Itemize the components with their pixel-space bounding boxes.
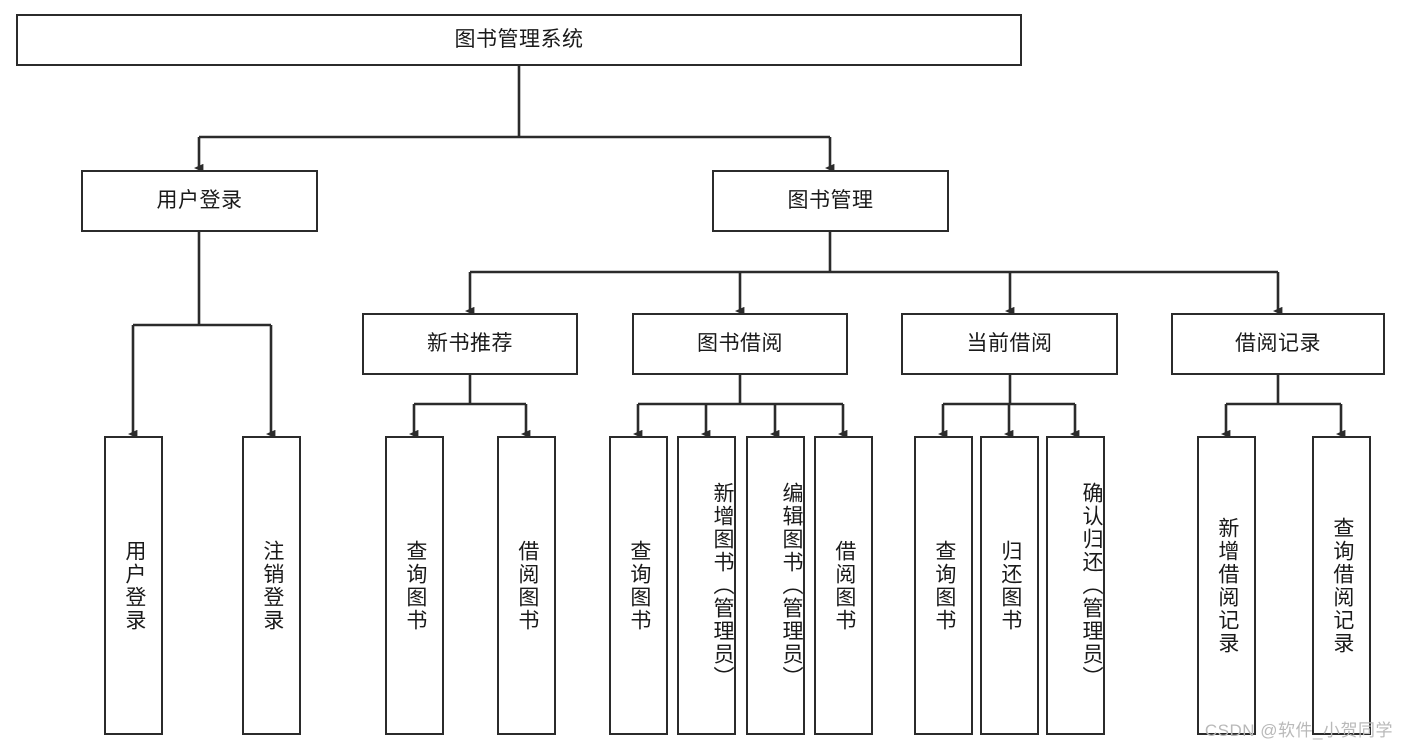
node-label: 查询图书: [932, 539, 956, 632]
watermark: CSDN @软件_小贺同学: [1204, 721, 1393, 740]
leaf-new-book-borrow-book[interactable]: 借阅图书: [497, 436, 556, 735]
node-label: 查询图书: [627, 539, 651, 632]
leaf-current-borrow-return-book[interactable]: 归还图书: [980, 436, 1039, 735]
leaf-book-borrow-edit-book[interactable]: 编辑图书（管理员）: [746, 436, 805, 735]
node-book-borrow[interactable]: 图书借阅: [632, 313, 848, 375]
leaf-book-borrow-query-book[interactable]: 查询图书: [609, 436, 668, 735]
node-label: 用户登录: [122, 539, 146, 632]
node-label: 借阅记录: [1235, 331, 1321, 355]
node-label: 确认归还（管理员）: [1080, 482, 1103, 689]
node-label: 新增图书（管理员）: [711, 482, 734, 689]
leaf-user-login-login[interactable]: 用户登录: [104, 436, 163, 735]
node-label: 查询图书: [403, 539, 427, 632]
leaf-user-login-logout[interactable]: 注销登录: [242, 436, 301, 735]
node-root-system[interactable]: 图书管理系统: [16, 14, 1022, 66]
node-label: 新增借阅记录: [1215, 516, 1239, 655]
leaf-book-borrow-add-book[interactable]: 新增图书（管理员）: [677, 436, 736, 735]
leaf-borrow-records-add-record[interactable]: 新增借阅记录: [1197, 436, 1256, 735]
node-label: 借阅图书: [832, 539, 856, 632]
node-borrow-records[interactable]: 借阅记录: [1171, 313, 1385, 375]
node-label: 注销登录: [260, 539, 284, 632]
leaf-current-borrow-query-book[interactable]: 查询图书: [914, 436, 973, 735]
node-label: 查询借阅记录: [1330, 516, 1354, 655]
node-label: 图书管理: [787, 188, 874, 212]
node-new-book-recommend[interactable]: 新书推荐: [362, 313, 578, 375]
node-label: 归还图书: [998, 539, 1022, 632]
node-label: 新书推荐: [427, 331, 513, 355]
node-label: 图书借阅: [697, 331, 783, 355]
leaf-current-borrow-confirm-return[interactable]: 确认归还（管理员）: [1046, 436, 1105, 735]
node-label: 图书管理系统: [454, 27, 584, 51]
node-label: 用户登录: [156, 188, 243, 212]
leaf-book-borrow-borrow-book[interactable]: 借阅图书: [814, 436, 873, 735]
node-label: 编辑图书（管理员）: [780, 482, 803, 689]
node-book-management[interactable]: 图书管理: [712, 170, 949, 232]
node-current-borrow[interactable]: 当前借阅: [901, 313, 1118, 375]
leaf-new-book-query-book[interactable]: 查询图书: [385, 436, 444, 735]
leaf-borrow-records-query-record[interactable]: 查询借阅记录: [1312, 436, 1371, 735]
node-label: 借阅图书: [515, 539, 539, 632]
node-label: 当前借阅: [966, 331, 1053, 355]
node-user-login[interactable]: 用户登录: [81, 170, 318, 232]
